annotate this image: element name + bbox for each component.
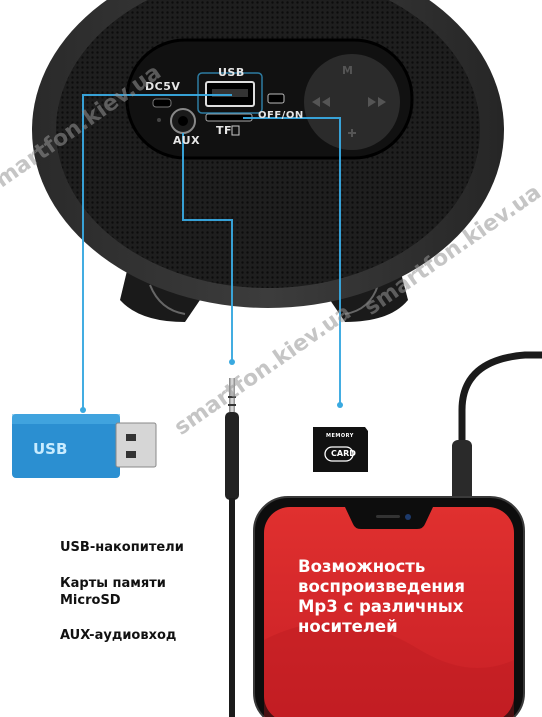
mode-label: M <box>342 64 354 77</box>
usb-stick-connector <box>115 422 157 468</box>
aux-plug-body <box>225 412 239 500</box>
card-main-label: CARD <box>331 449 356 458</box>
phone-plug <box>452 440 472 510</box>
tf-label: TF <box>216 124 233 137</box>
switch-label: OFF/ON <box>258 110 304 121</box>
usb-label: USB <box>218 66 245 79</box>
feature-microsd: Карты памяти MicroSD <box>60 576 166 608</box>
dc-label: DC5V <box>145 80 181 93</box>
phone-screen-text: Возможность воспроизведения Mp3 с различ… <box>298 557 465 636</box>
usb-stick <box>12 414 120 478</box>
card-top-label: MEMORY <box>326 433 354 439</box>
aux-plug-tip <box>229 378 235 412</box>
feature-aux: AUX-аудиовход <box>60 628 177 643</box>
control-knob[interactable] <box>304 54 400 150</box>
connection-lines <box>82 94 341 410</box>
microsd-card <box>313 427 368 472</box>
power-switch[interactable] <box>267 93 285 104</box>
dc-port[interactable] <box>152 98 172 108</box>
usb-stick-label: USB <box>33 440 68 458</box>
aux-label: AUX <box>173 134 201 147</box>
phone-screen <box>264 507 514 717</box>
feature-usb: USB-накопители <box>60 540 184 555</box>
phone-cable <box>458 351 542 500</box>
